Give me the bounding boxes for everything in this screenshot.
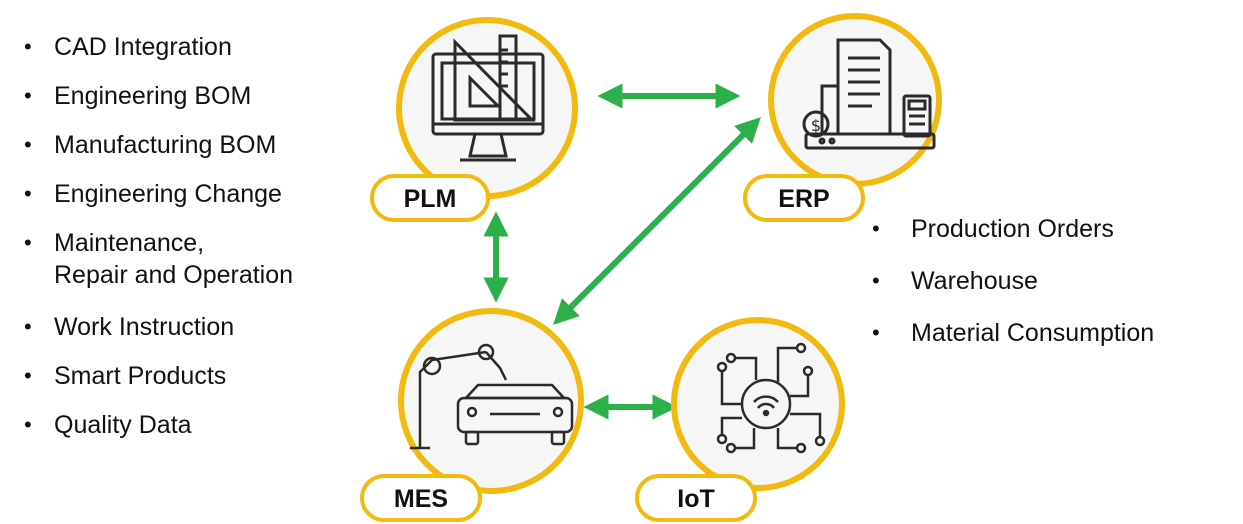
plm-label-pill: PLM bbox=[370, 174, 490, 222]
erp-label: ERP bbox=[778, 185, 829, 213]
list-item: Production Orders bbox=[868, 213, 1154, 245]
mes-label: MES bbox=[394, 485, 448, 513]
list-item: Quality Data bbox=[22, 409, 293, 441]
list-item: Warehouse bbox=[868, 265, 1154, 297]
erp-feature-list: Production Orders Warehouse Material Con… bbox=[868, 213, 1154, 369]
erp-label-pill: ERP bbox=[743, 174, 865, 222]
iot-label-pill: IoT bbox=[635, 474, 757, 522]
svg-text:$: $ bbox=[811, 116, 821, 135]
list-item: Engineering BOM bbox=[22, 80, 293, 112]
list-item: Manufacturing BOM bbox=[22, 129, 293, 161]
plm-label: PLM bbox=[404, 185, 457, 213]
mes-node bbox=[398, 308, 584, 494]
erp-node: $ bbox=[768, 13, 942, 187]
iot-node bbox=[671, 317, 845, 491]
plm-feature-list: CAD Integration Engineering BOM Manufact… bbox=[22, 31, 293, 458]
list-item: Maintenance, Repair and Operation bbox=[22, 227, 293, 291]
wifi-circuit-icon bbox=[716, 342, 826, 454]
list-item: CAD Integration bbox=[22, 31, 293, 63]
list-item-line-1: Maintenance, bbox=[54, 229, 205, 257]
list-item-line-2: Repair and Operation bbox=[54, 261, 294, 289]
list-item: Engineering Change bbox=[22, 178, 293, 210]
robot-arm-car-icon bbox=[410, 343, 574, 450]
plm-node bbox=[396, 17, 578, 199]
monitor-drafting-icon bbox=[431, 34, 545, 162]
iot-label: IoT bbox=[677, 485, 715, 513]
list-item: Material Consumption bbox=[868, 317, 1154, 349]
list-item: Work Instruction bbox=[22, 311, 293, 343]
laptop-invoice-icon: $ bbox=[802, 38, 936, 150]
arrow-erp-mes bbox=[553, 117, 761, 325]
mes-label-pill: MES bbox=[360, 474, 482, 522]
list-item: Smart Products bbox=[22, 360, 293, 392]
